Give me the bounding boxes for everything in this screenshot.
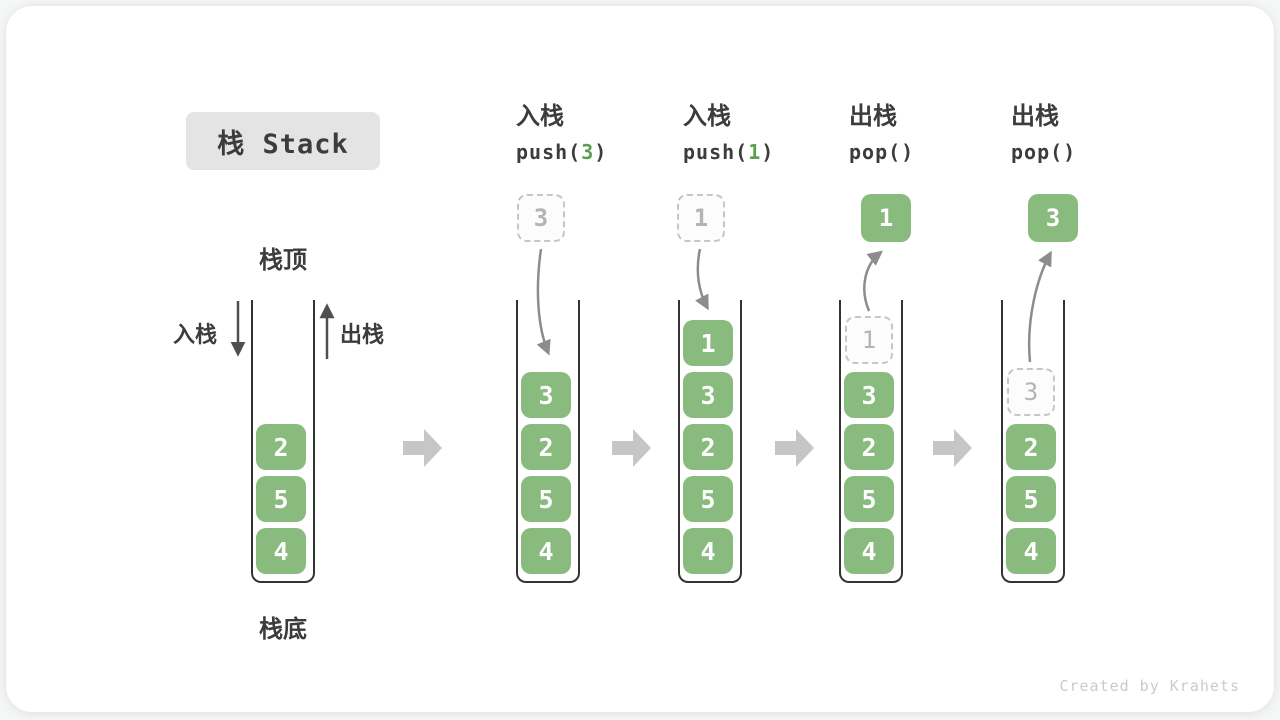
push-label: 入栈 [516,103,564,130]
ghost-item: 1 [845,316,893,364]
stack-top-label: 栈顶 [259,247,307,274]
stack-container-after-pop-1: 1 3 2 5 4 [839,300,903,583]
code-post: ) [594,140,608,164]
code-pre: pop( [849,140,902,164]
pop-code: pop() [1011,140,1076,164]
stack-item: 2 [844,424,894,470]
stack-item: 4 [683,528,733,574]
stack-item: 1 [683,320,733,366]
column-header-push-3: 入栈 push(3) [516,101,607,164]
stack-item: 3 [521,372,571,418]
stack-item: 5 [683,476,733,522]
code-post: ) [1063,140,1077,164]
code-post: ) [901,140,915,164]
push-label: 入栈 [683,103,731,130]
stack-item: 4 [256,528,306,574]
stack-item: 2 [683,424,733,470]
column-header-pop-3: 出栈 pop() [1011,101,1076,164]
pop-code: pop() [849,140,914,164]
stack-item: 3 [844,372,894,418]
stack-item: 5 [844,476,894,522]
code-pre: push( [516,140,582,164]
push-1-code: push(1) [683,140,774,164]
column-header-push-1: 入栈 push(1) [683,101,774,164]
stack-container-after-pop-3: 3 2 5 4 [1001,300,1065,583]
stack-item: 2 [1006,424,1056,470]
stack-item: 2 [256,424,306,470]
stack-item: 5 [1006,476,1056,522]
stack-container-initial: 2 5 4 [251,300,315,583]
ghost-item: 3 [1007,368,1055,416]
stack-bottom-label: 栈底 [259,616,307,643]
stack-container-after-push-3: 3 2 5 4 [516,300,580,583]
stack-item: 3 [683,372,733,418]
diagram-title: 栈 Stack [186,112,380,170]
stack-container-after-push-1: 1 3 2 5 4 [678,300,742,583]
code-pre: push( [683,140,749,164]
stack-item: 4 [844,528,894,574]
diagram-title-text: 栈 Stack [217,128,349,160]
stack-item: 2 [521,424,571,470]
column-header-pop-1: 出栈 pop() [849,101,914,164]
stack-item: 5 [256,476,306,522]
watermark: Created by Krahets [1059,677,1240,695]
pop-label: 出栈 [849,103,897,130]
popped-value-box-3: 3 [1028,194,1078,242]
popped-value-box-1: 1 [861,194,911,242]
pop-side-label: 出栈 [340,322,385,347]
code-arg: 3 [581,140,595,164]
push-3-code: push(3) [516,140,607,164]
stack-item: 4 [521,528,571,574]
stack-item: 5 [521,476,571,522]
incoming-value-box-3: 3 [517,194,565,242]
incoming-value-box-1: 1 [677,194,725,242]
code-pre: pop( [1011,140,1064,164]
code-post: ) [761,140,775,164]
push-side-label: 入栈 [173,322,218,347]
code-arg: 1 [748,140,762,164]
stack-item: 4 [1006,528,1056,574]
pop-label: 出栈 [1011,103,1059,130]
